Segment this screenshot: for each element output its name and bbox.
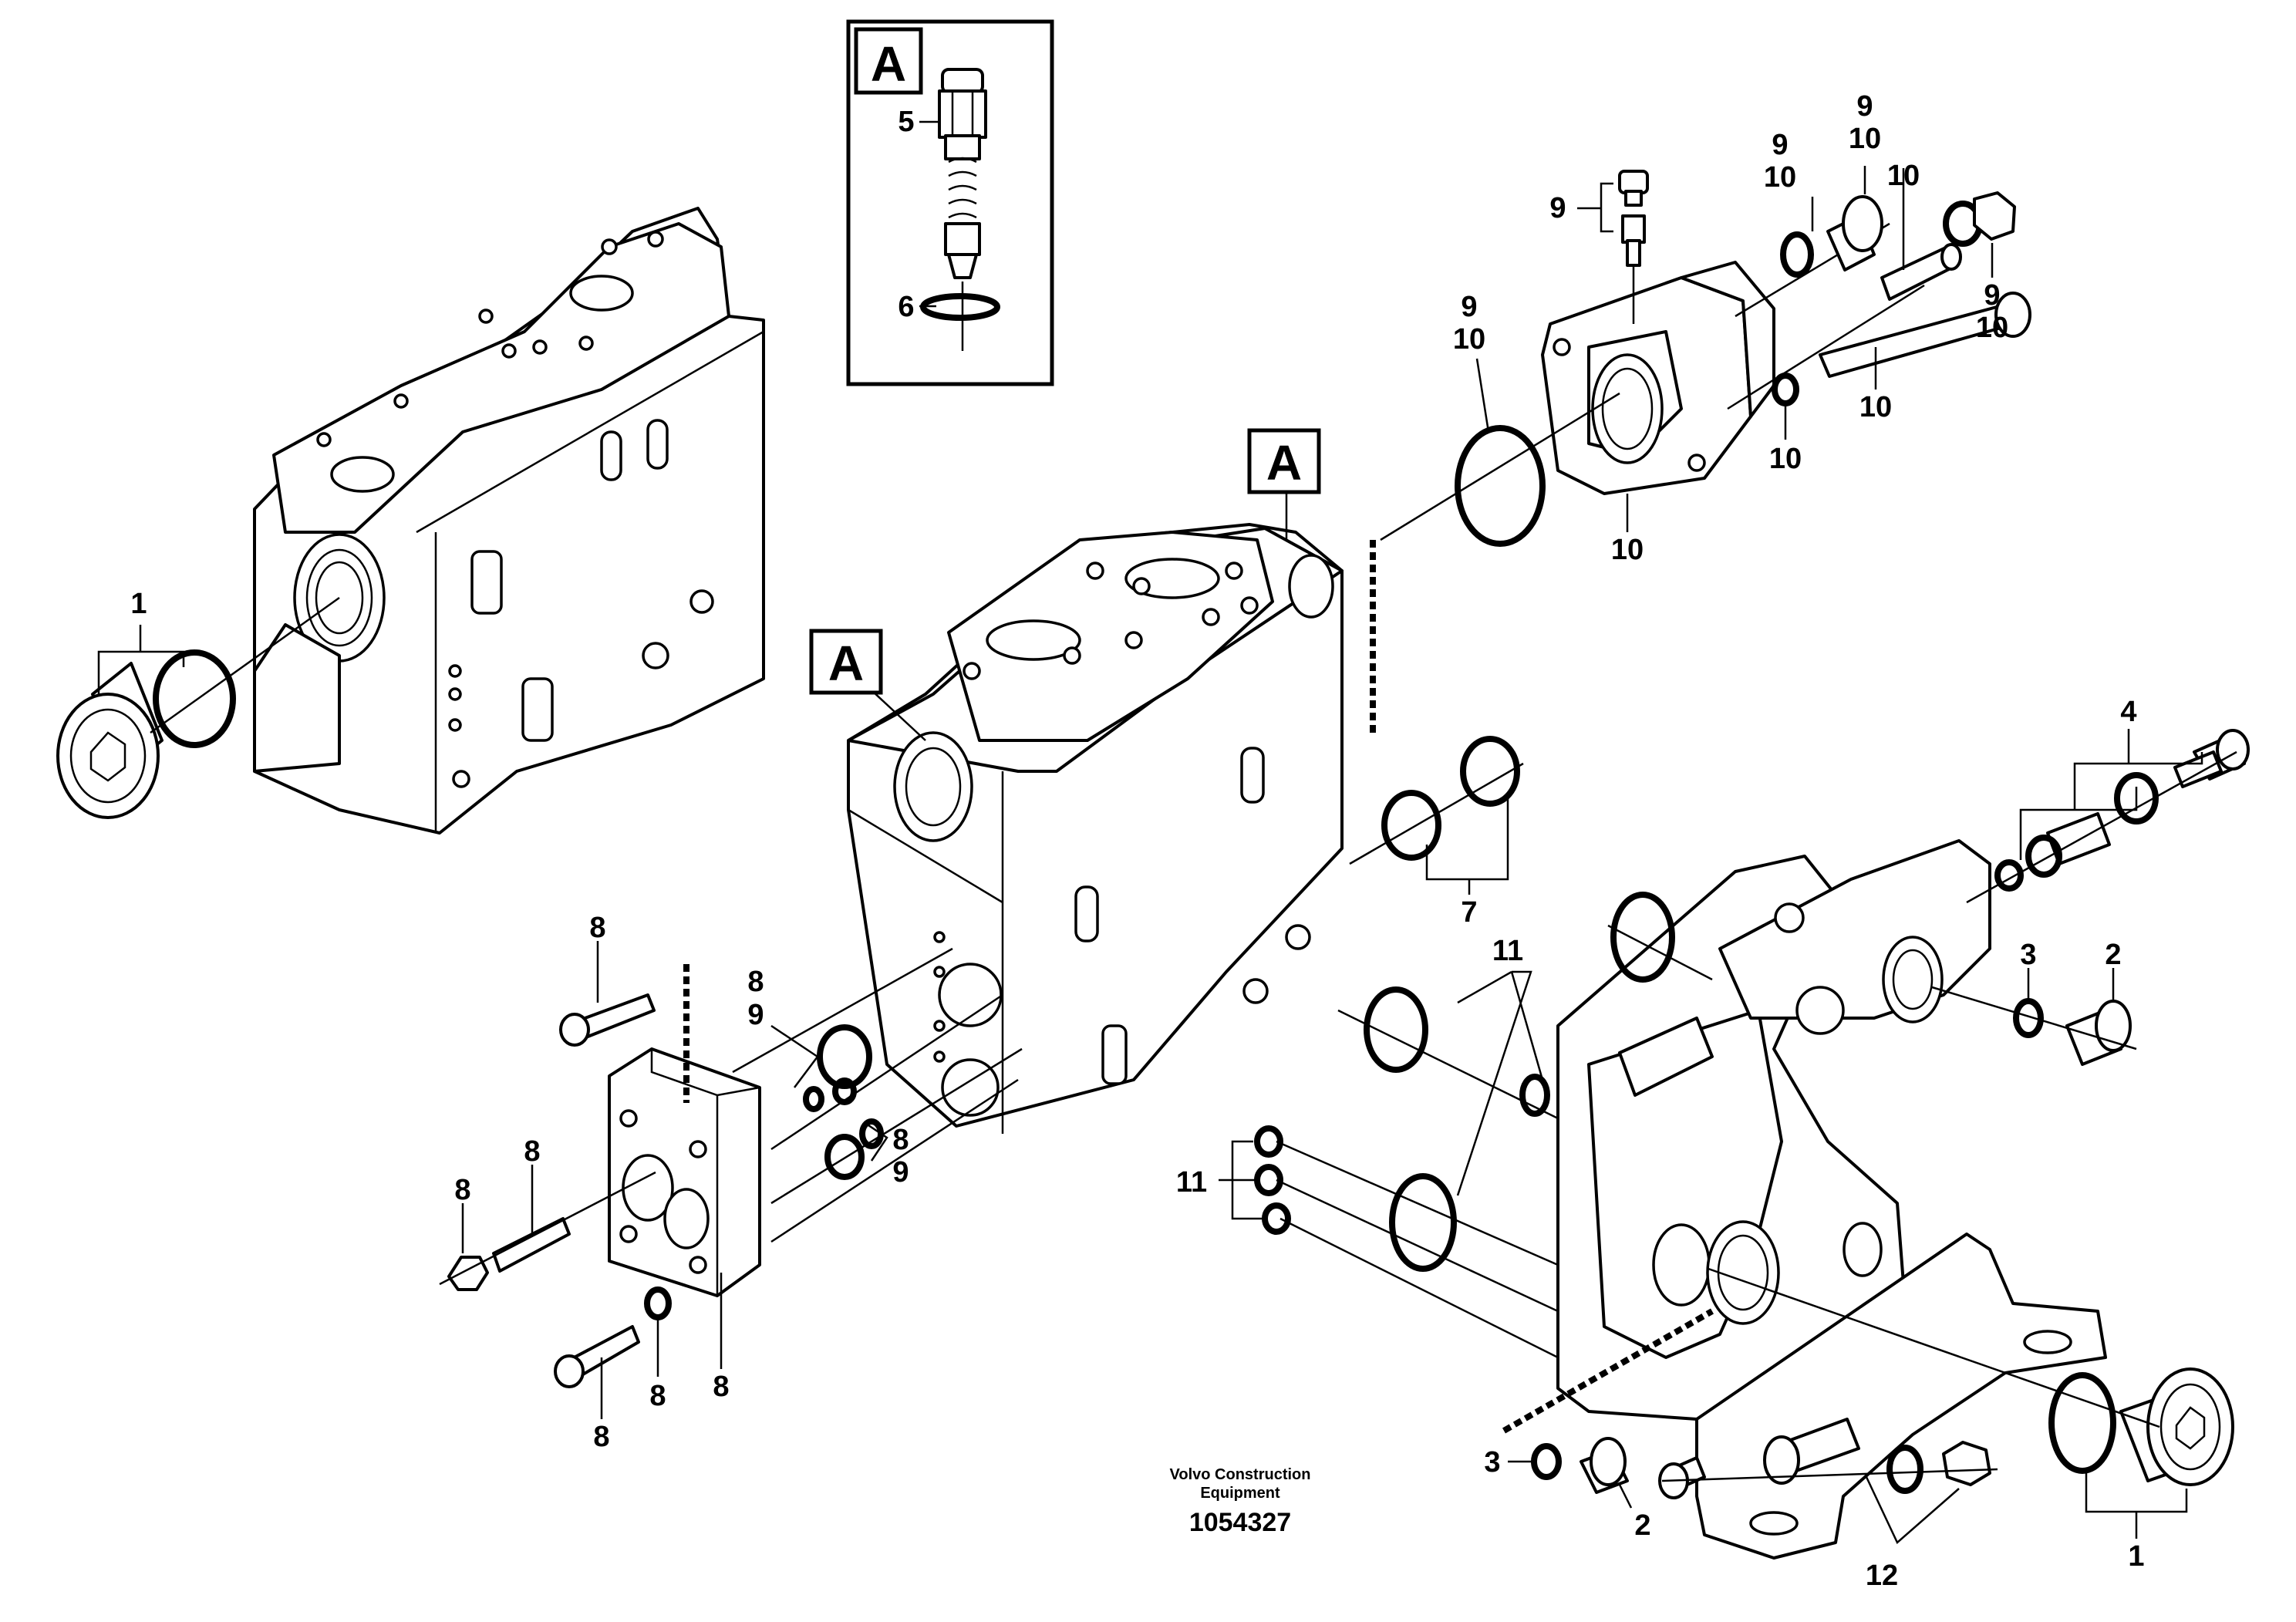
callout-10-plug: 10 bbox=[1849, 123, 1881, 155]
o-rings-8-9: 8 9 8 9 bbox=[747, 966, 909, 1189]
plug-1-left: 1 bbox=[56, 588, 340, 819]
detail-tag-a-left: A bbox=[809, 629, 883, 695]
callout-12: 12 bbox=[1866, 1560, 1898, 1592]
credit-line-1: Volvo Construction bbox=[1170, 1466, 1311, 1483]
callout-1-right: 1 bbox=[2128, 1540, 2144, 1573]
callout-11-upper: 11 bbox=[1492, 935, 1523, 967]
plug-2-lower: 3 2 bbox=[1484, 1437, 1651, 1542]
callout-3-lower: 3 bbox=[1484, 1446, 1500, 1479]
callout-9-nut: 9 bbox=[1984, 279, 2000, 312]
callout-8-screw-low: 8 bbox=[593, 1421, 609, 1453]
o-ring-cover bbox=[1455, 425, 1546, 547]
callout-6: 6 bbox=[898, 291, 914, 323]
callout-9-cover-left: 9 bbox=[1461, 291, 1477, 323]
publisher-credit: Volvo Construction Equipment 1054327 bbox=[1170, 1466, 1311, 1537]
svg-text:A: A bbox=[828, 636, 864, 691]
callout-4: 4 bbox=[2120, 696, 2136, 728]
detail-tag-a-top: A bbox=[1247, 428, 1321, 494]
callout-10-upper: 10 bbox=[1764, 161, 1796, 194]
callout-9-oring-low: 9 bbox=[892, 1156, 909, 1189]
plug-9-10-upper: 9 10 9 10 bbox=[1764, 90, 1883, 278]
o-rings-7: 7 bbox=[1349, 736, 1524, 929]
fitting-9-top: 9 bbox=[1549, 170, 1649, 324]
subplate-block: 8 bbox=[608, 1047, 761, 1403]
left-port-2 bbox=[569, 275, 634, 312]
plug-2-right: 3 2 bbox=[1931, 939, 2137, 1066]
upper-right-cover: 10 bbox=[1380, 222, 1925, 566]
callout-8-nut: 8 bbox=[454, 1174, 470, 1206]
callout-10-bolt: 10 bbox=[1859, 391, 1892, 423]
callout-8-screw-top: 8 bbox=[589, 912, 605, 944]
callout-1-left: 1 bbox=[130, 588, 147, 620]
callout-9-oring: 9 bbox=[747, 999, 764, 1031]
callout-8-stud: 8 bbox=[524, 1135, 540, 1168]
callout-8-block: 8 bbox=[713, 1371, 729, 1403]
document-number: 1054327 bbox=[1189, 1508, 1291, 1537]
callout-2-lower: 2 bbox=[1634, 1509, 1650, 1542]
callout-8-oring-low: 8 bbox=[892, 1124, 909, 1156]
callout-8-oring: 8 bbox=[747, 966, 764, 998]
center-valve-section bbox=[847, 490, 1376, 1134]
detail-tag-a-inset: A bbox=[871, 36, 906, 92]
callout-7: 7 bbox=[1461, 896, 1477, 929]
callout-2-right: 2 bbox=[2105, 939, 2121, 971]
callout-9-fitting: 9 bbox=[1549, 192, 1566, 224]
nut-9-10-upper: 9 10 bbox=[1943, 191, 2016, 344]
callout-10-nut: 10 bbox=[1976, 312, 2008, 344]
svg-text:A: A bbox=[1266, 435, 1302, 491]
callout-10-screw: 10 bbox=[1887, 160, 1920, 192]
callout-9-plug: 9 bbox=[1856, 90, 1873, 123]
detail-a-inset: A 5 6 bbox=[846, 19, 1054, 386]
callout-10-cover-left: 10 bbox=[1453, 323, 1485, 356]
o-rings-11: 11 11 bbox=[1176, 892, 1713, 1359]
callout-11-lower: 11 bbox=[1176, 1166, 1207, 1199]
callout-8-washer: 8 bbox=[649, 1380, 666, 1412]
callout-10-cover: 10 bbox=[1611, 534, 1644, 566]
bolt-nut-12: 12 bbox=[1658, 1418, 1998, 1592]
screws-8: 8 8 8 8 8 bbox=[439, 912, 672, 1453]
left-valve-section bbox=[253, 207, 765, 835]
screws-10-upper: 10 10 10 bbox=[1769, 160, 2031, 475]
callout-3-right: 3 bbox=[2020, 939, 2036, 971]
relief-valve-cartridge bbox=[938, 68, 987, 279]
callout-5: 5 bbox=[898, 106, 914, 138]
end-bracket-housing bbox=[1556, 839, 1991, 1421]
left-port-1 bbox=[330, 456, 395, 493]
callout-9-upper: 9 bbox=[1772, 129, 1788, 161]
plug-1-right: 1 bbox=[1708, 1267, 2234, 1573]
credit-line-2: Equipment bbox=[1200, 1485, 1280, 1502]
callout-10-washer: 10 bbox=[1769, 443, 1802, 475]
cartridge-4: 4 bbox=[1966, 696, 2250, 904]
